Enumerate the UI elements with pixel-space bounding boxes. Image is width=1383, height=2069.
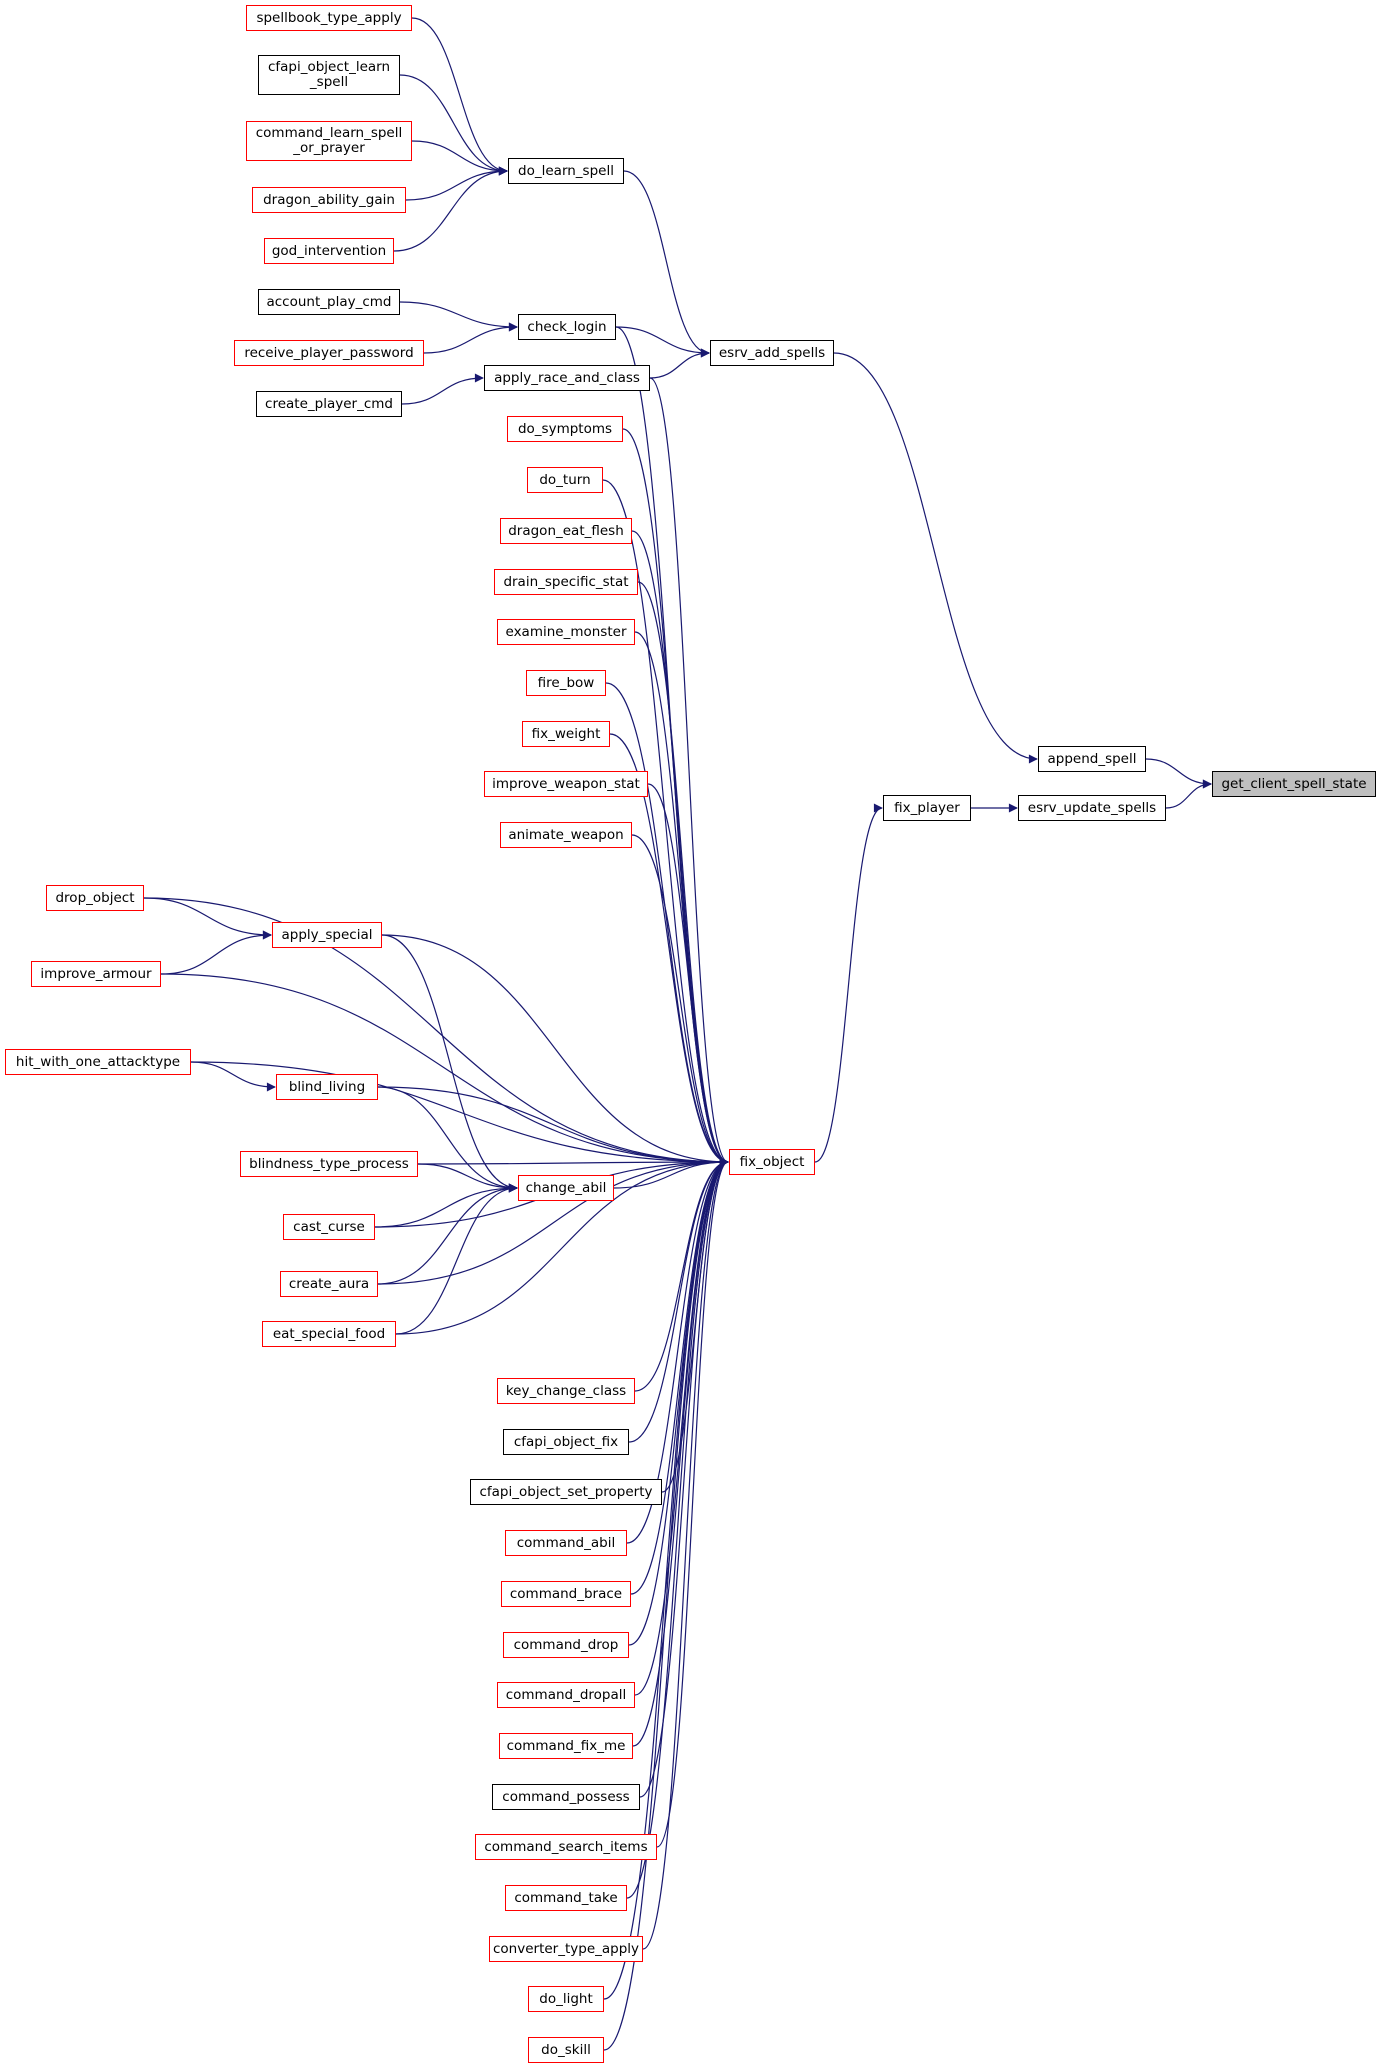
node-cfapi-object-set-property[interactable]: cfapi_object_set_property — [470, 1479, 662, 1505]
node-command-fix-me[interactable]: command_fix_me — [499, 1733, 633, 1759]
node-drain-specific-stat[interactable]: drain_specific_stat — [494, 569, 638, 595]
edge-apply_race_and_class-to-esrv_add_spells — [649, 348, 710, 379]
node-examine-monster[interactable]: examine_monster — [497, 619, 635, 645]
edge-apply_special-to-change_abil — [381, 934, 518, 1193]
edge-blindness_type_process-to-change_abil — [417, 1163, 518, 1193]
edge-blind_living-to-fix_object — [377, 1086, 729, 1167]
node-get-client-spell-state: get_client_spell_state — [1212, 771, 1376, 797]
edge-cfapi_object_fix-to-fix_object — [628, 1157, 729, 1443]
node-account-play-cmd[interactable]: account_play_cmd — [258, 289, 400, 315]
node-dragon-ability-gain[interactable]: dragon_ability_gain — [252, 187, 406, 213]
edge-receive_player_password-to-check_login — [423, 322, 518, 354]
edge-eat_special_food-to-fix_object — [395, 1157, 729, 1335]
node-do-light[interactable]: do_light — [528, 1986, 604, 2012]
node-animate-weapon[interactable]: animate_weapon — [500, 822, 632, 848]
node-command-dropall[interactable]: command_dropall — [497, 1682, 635, 1708]
edge-command_learn_spell_or_prayer-to-do_learn_spell — [411, 140, 508, 176]
node-command-take[interactable]: command_take — [505, 1885, 627, 1911]
node-command-search-items[interactable]: command_search_items — [475, 1834, 657, 1860]
edge-animate_weapon-to-fix_object — [631, 834, 729, 1167]
edge-drain_specific_stat-to-fix_object — [637, 581, 729, 1167]
edge-esrv_add_spells-to-append_spell — [833, 352, 1038, 764]
node-spellbook-type-apply[interactable]: spellbook_type_apply — [246, 5, 412, 31]
node-create-player-cmd[interactable]: create_player_cmd — [256, 391, 402, 417]
edge-command_possess-to-fix_object — [639, 1157, 729, 1798]
edge-cast_curse-to-change_abil — [374, 1183, 518, 1228]
node-command-possess[interactable]: command_possess — [492, 1784, 640, 1810]
edge-fix_object-to-fix_player — [814, 803, 883, 1163]
edge-blindness_type_process-to-fix_object — [417, 1157, 729, 1167]
edge-do_learn_spell-to-esrv_add_spells — [623, 170, 710, 358]
node-receive-player-password[interactable]: receive_player_password — [234, 340, 424, 366]
edge-apply_special-to-fix_object — [381, 934, 729, 1167]
edge-drop_object-to-fix_object — [143, 897, 729, 1167]
edge-create_aura-to-fix_object — [377, 1157, 729, 1285]
node-apply-race-and-class[interactable]: apply_race_and_class — [484, 365, 650, 391]
edge-spellbook_type_apply-to-do_learn_spell — [411, 17, 508, 176]
node-eat-special-food[interactable]: eat_special_food — [262, 1321, 396, 1347]
node-converter-type-apply[interactable]: converter_type_apply — [489, 1936, 643, 1962]
node-do-learn-spell[interactable]: do_learn_spell — [508, 158, 624, 184]
edge-blind_living-to-change_abil — [377, 1086, 518, 1193]
node-command-brace[interactable]: command_brace — [501, 1581, 631, 1607]
edge-create_player_cmd-to-apply_race_and_class — [401, 373, 484, 405]
edge-hit_with_one_attacktype-to-blind_living — [190, 1061, 276, 1092]
node-append-spell[interactable]: append_spell — [1038, 746, 1146, 772]
node-hit-with-one-attacktype[interactable]: hit_with_one_attacktype — [5, 1049, 191, 1075]
node-fix-object[interactable]: fix_object — [729, 1149, 815, 1175]
edge-command_drop-to-fix_object — [628, 1157, 729, 1646]
edge-append_spell-to-get_client_spell_state — [1145, 758, 1212, 789]
node-fix-weight[interactable]: fix_weight — [522, 721, 610, 747]
edge-fix_weight-to-fix_object — [609, 733, 729, 1167]
node-apply-special[interactable]: apply_special — [272, 922, 382, 948]
node-improve-weapon-stat[interactable]: improve_weapon_stat — [484, 771, 648, 797]
edge-converter_type_apply-to-fix_object — [642, 1157, 729, 1950]
node-create-aura[interactable]: create_aura — [280, 1271, 378, 1297]
edge-check_login-to-esrv_add_spells — [615, 326, 710, 358]
node-fire-bow[interactable]: fire_bow — [526, 670, 606, 696]
node-drop-object[interactable]: drop_object — [46, 885, 144, 911]
edge-command_dropall-to-fix_object — [634, 1157, 729, 1696]
edge-examine_monster-to-fix_object — [634, 631, 729, 1167]
edge-improve_weapon_stat-to-fix_object — [647, 783, 729, 1167]
edge-create_aura-to-change_abil — [377, 1183, 518, 1285]
edge-do_skill-to-fix_object — [603, 1157, 729, 2051]
node-esrv-update-spells[interactable]: esrv_update_spells — [1018, 795, 1166, 821]
node-blind-living[interactable]: blind_living — [276, 1074, 378, 1100]
node-improve-armour[interactable]: improve_armour — [31, 961, 161, 987]
node-do-turn[interactable]: do_turn — [527, 467, 603, 493]
edge-cfapi_object_learn_spell-to-do_learn_spell — [399, 74, 508, 176]
edge-drop_object-to-apply_special — [143, 897, 272, 940]
node-do-skill[interactable]: do_skill — [528, 2037, 604, 2063]
edge-command_fix_me-to-fix_object — [632, 1157, 729, 1747]
node-cfapi-object-fix[interactable]: cfapi_object_fix — [503, 1429, 629, 1455]
edge-eat_special_food-to-change_abil — [395, 1183, 518, 1335]
node-cfapi-object-learn-spell[interactable]: cfapi_object_learn _spell — [258, 55, 400, 95]
node-do-symptoms[interactable]: do_symptoms — [507, 416, 623, 442]
node-god-intervention[interactable]: god_intervention — [264, 238, 394, 264]
edge-command_abil-to-fix_object — [626, 1157, 729, 1544]
edge-apply_race_and_class-to-fix_object — [649, 377, 729, 1167]
node-dragon-eat-flesh[interactable]: dragon_eat_flesh — [500, 518, 632, 544]
node-command-drop[interactable]: command_drop — [503, 1632, 629, 1658]
node-command-abil[interactable]: command_abil — [505, 1530, 627, 1556]
edge-esrv_update_spells-to-get_client_spell_state — [1165, 779, 1212, 809]
node-blindness-type-process[interactable]: blindness_type_process — [240, 1151, 418, 1177]
edge-god_intervention-to-do_learn_spell — [393, 166, 508, 252]
node-command-learn-spell-or-prayer[interactable]: command_learn_spell _or_prayer — [246, 121, 412, 161]
edge-hit_with_one_attacktype-to-fix_object — [190, 1061, 729, 1167]
node-change-abil[interactable]: change_abil — [518, 1175, 614, 1201]
edge-improve_armour-to-fix_object — [160, 973, 729, 1167]
node-check-login[interactable]: check_login — [518, 314, 616, 340]
node-cast-curse[interactable]: cast_curse — [283, 1214, 375, 1240]
edge-account_play_cmd-to-check_login — [399, 301, 518, 332]
edge-dragon_ability_gain-to-do_learn_spell — [405, 166, 508, 201]
node-key-change-class[interactable]: key_change_class — [497, 1378, 635, 1404]
node-fix-player[interactable]: fix_player — [883, 795, 971, 821]
edge-improve_armour-to-apply_special — [160, 930, 272, 975]
edge-command_brace-to-fix_object — [630, 1157, 729, 1595]
node-esrv-add-spells[interactable]: esrv_add_spells — [710, 340, 834, 366]
